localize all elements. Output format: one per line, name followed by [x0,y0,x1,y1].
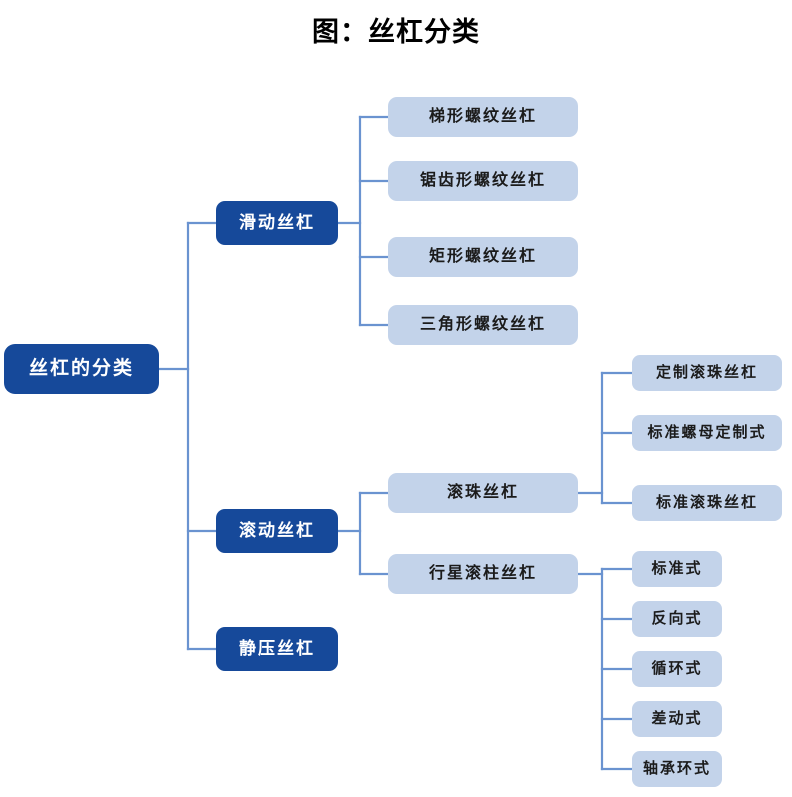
node-zhouchenghuanshi[interactable]: 轴承环式 [632,751,722,787]
page-title: 图：丝杠分类 [312,17,480,47]
node-biaozhun-gunzhu-sigang[interactable]: 标准滚珠丝杠 [632,485,782,521]
node-branch-jingya-sigang[interactable]: 静压丝杠 [216,627,338,671]
node-gunzhu-sigang[interactable]: 滚珠丝杠 [388,473,578,513]
node-root[interactable]: 丝杠的分类 [4,344,159,394]
node-tixing-luowen-sigang[interactable]: 梯形螺纹丝杠 [388,97,578,137]
node-sanjiaoxing-luowen-sigang[interactable]: 三角形螺纹丝杠 [388,305,578,345]
node-juxing-luowen-sigang[interactable]: 矩形螺纹丝杠 [388,237,578,277]
node-xingxing-gunzhu-sigang[interactable]: 行星滚柱丝杠 [388,554,578,594]
node-biaozhunshi[interactable]: 标准式 [632,551,722,587]
node-branch-gundong-sigang[interactable]: 滚动丝杠 [216,509,338,553]
node-biaozhun-luomu-dingzhishi[interactable]: 标准螺母定制式 [632,415,782,451]
node-juchixing-luowen-sigang[interactable]: 锯齿形螺纹丝杠 [388,161,578,201]
node-chadongshi[interactable]: 差动式 [632,701,722,737]
node-dingzhi-gunzhu-sigang[interactable]: 定制滚珠丝杠 [632,355,782,391]
node-fanxiangshi[interactable]: 反向式 [632,601,722,637]
node-xunhuanshi[interactable]: 循环式 [632,651,722,687]
node-branch-huadong-sigang[interactable]: 滑动丝杠 [216,201,338,245]
